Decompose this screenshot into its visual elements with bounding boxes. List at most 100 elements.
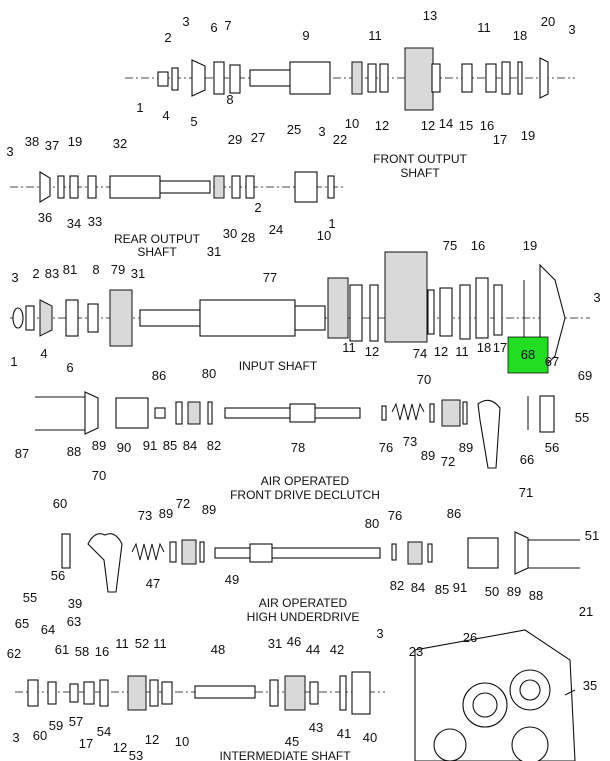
callout-number: 10: [175, 734, 189, 749]
callout-number: 33: [88, 214, 102, 229]
callout-number: 28: [241, 230, 255, 245]
callout-number: 54: [97, 724, 111, 739]
callout-number: 70: [92, 468, 106, 483]
callout-number: 38: [25, 134, 39, 149]
caption-air-high-1: AIR OPERATED: [259, 596, 348, 610]
highlight-part-68[interactable]: 68: [507, 336, 549, 374]
callout-number: 18: [477, 340, 491, 355]
callout-number: 10: [345, 116, 359, 131]
callout-number: 6: [66, 360, 73, 375]
callout-number: 67: [545, 354, 559, 369]
callout-number: 48: [211, 642, 225, 657]
callout-number: 7: [224, 18, 231, 33]
callout-number: 1: [328, 216, 335, 231]
callout-number: 19: [68, 134, 82, 149]
callout-number: 11: [368, 28, 382, 43]
callout-number: 72: [441, 454, 455, 469]
intermediate-shaft-assembly: [15, 671, 385, 715]
callout-number: 8: [92, 262, 99, 277]
caption-air-front-2: FRONT DRIVE DECLUTCH: [230, 488, 380, 502]
rear-output-shaft-assembly: [10, 171, 345, 203]
callout-number: 76: [379, 440, 393, 455]
callout-number: 11: [115, 636, 129, 651]
callout-number: 12: [365, 344, 379, 359]
callout-number: 4: [40, 346, 47, 361]
callout-number: 56: [545, 440, 559, 455]
callout-number: 4: [162, 108, 169, 123]
callout-number: 3: [376, 626, 383, 641]
callout-number: 70: [417, 372, 431, 387]
callout-number: 3: [568, 22, 575, 37]
callout-number: 27: [251, 130, 265, 145]
callout-number: 41: [337, 726, 351, 741]
callout-number: 91: [143, 438, 157, 453]
callout-number: 80: [202, 366, 216, 381]
callout-number: 52: [135, 636, 149, 651]
callout-number: 21: [579, 604, 593, 619]
callout-number: 53: [129, 748, 143, 761]
callout-number: 16: [480, 118, 494, 133]
callout-number: 84: [183, 438, 197, 453]
callout-number: 86: [447, 506, 461, 521]
high-underdrive-assembly: [61, 531, 580, 593]
callout-number: 3: [11, 270, 18, 285]
callout-number: 14: [439, 116, 453, 131]
callout-number: 31: [207, 244, 221, 259]
callout-number: 3: [6, 144, 13, 159]
callout-number: 42: [330, 642, 344, 657]
caption-rear-output-1: REAR OUTPUT: [114, 232, 201, 246]
callout-number: 55: [23, 590, 37, 605]
callout-number: 32: [113, 136, 127, 151]
callout-number: 10: [317, 228, 331, 243]
callout-number: 82: [207, 438, 221, 453]
callout-number: 90: [117, 440, 131, 455]
callout-number: 17: [493, 132, 507, 147]
front-drive-declutch-assembly: [35, 391, 555, 469]
callout-number: 22: [333, 132, 347, 147]
caption-rear-output-2: SHAFT: [137, 245, 177, 259]
caption-front-output-2: SHAFT: [400, 166, 440, 180]
callout-number: 31: [131, 266, 145, 281]
callout-number: 29: [228, 132, 242, 147]
transmission-case: [414, 629, 576, 761]
callout-number: 88: [529, 588, 543, 603]
callout-number: 17: [493, 340, 507, 355]
callout-number: 13: [423, 8, 437, 23]
callout-number: 1: [136, 100, 143, 115]
callout-number: 64: [41, 622, 55, 637]
callout-number: 72: [176, 496, 190, 511]
callout-number: 89: [202, 502, 216, 517]
callout-number: 45: [285, 734, 299, 749]
caption-intermediate-shaft: INTERMEDIATE SHAFT: [219, 749, 351, 761]
callout-number: 24: [269, 222, 283, 237]
callout-number: 11: [477, 20, 491, 35]
callout-number: 76: [388, 508, 402, 523]
callout-number: 2: [32, 266, 39, 281]
callout-number: 78: [291, 440, 305, 455]
callout-number: 16: [471, 238, 485, 253]
callout-number: 87: [15, 446, 29, 461]
callout-number: 3: [182, 14, 189, 29]
callout-number: 73: [138, 508, 152, 523]
callout-number: 23: [409, 644, 423, 659]
callout-number: 19: [521, 128, 535, 143]
callout-number: 37: [45, 138, 59, 153]
callout-number: 82: [390, 578, 404, 593]
callout-number: 85: [435, 582, 449, 597]
callout-number: 15: [459, 118, 473, 133]
callout-number: 75: [443, 238, 457, 253]
callout-number: 66: [520, 452, 534, 467]
callout-number: 8: [226, 92, 233, 107]
callout-number: 31: [268, 636, 282, 651]
callout-number: 40: [363, 730, 377, 745]
callout-number: 56: [51, 568, 65, 583]
callout-number: 80: [365, 516, 379, 531]
callout-number: 20: [541, 14, 555, 29]
callout-number: 3: [12, 730, 19, 745]
callout-number: 89: [159, 506, 173, 521]
callout-number: 65: [15, 616, 29, 631]
callout-number: 51: [585, 528, 599, 543]
caption-input-shaft: INPUT SHAFT: [239, 359, 318, 373]
